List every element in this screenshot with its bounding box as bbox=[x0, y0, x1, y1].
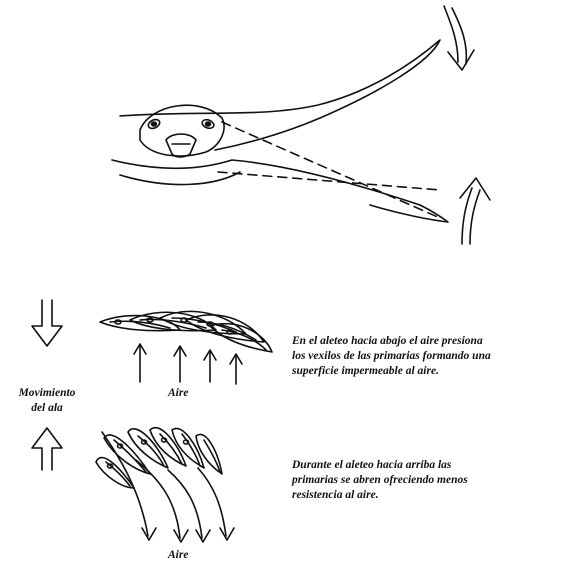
upstroke-caption-line: Durante el aleteo hacia arriba las bbox=[292, 458, 572, 473]
movement-label-line1: Movimiento bbox=[10, 386, 84, 401]
arrow-down-icon bbox=[32, 300, 62, 346]
upstroke-caption-line: resistencia al aire. bbox=[292, 488, 572, 503]
downstroke-caption-line: superficie impermeable al aire. bbox=[292, 364, 572, 379]
downstroke-caption-line: los vexilos de las primarias formando un… bbox=[292, 349, 572, 364]
upstroke-caption: Durante el aleteo hacia arriba las prima… bbox=[292, 458, 572, 503]
bird-flight-icon bbox=[112, 40, 448, 222]
air-label-top: Aire bbox=[168, 386, 188, 401]
feathers-closed bbox=[100, 311, 272, 352]
curved-arrow-down-icon bbox=[444, 6, 474, 70]
curved-arrow-up-icon bbox=[460, 178, 490, 244]
downstroke-caption: En el aleteo hacia abajo el aire presion… bbox=[292, 334, 572, 379]
air-label-bottom: Aire bbox=[168, 548, 188, 563]
arrow-up-icon bbox=[32, 428, 62, 470]
movement-label: Movimiento del ala bbox=[10, 386, 84, 416]
movement-label-line2: del ala bbox=[10, 401, 84, 416]
feathers-open bbox=[96, 428, 222, 488]
downstroke-caption-line: En el aleteo hacia abajo el aire presion… bbox=[292, 334, 572, 349]
upstroke-caption-line: primarias se abren ofreciendo menos bbox=[292, 473, 572, 488]
air-arrows-up bbox=[134, 344, 242, 384]
